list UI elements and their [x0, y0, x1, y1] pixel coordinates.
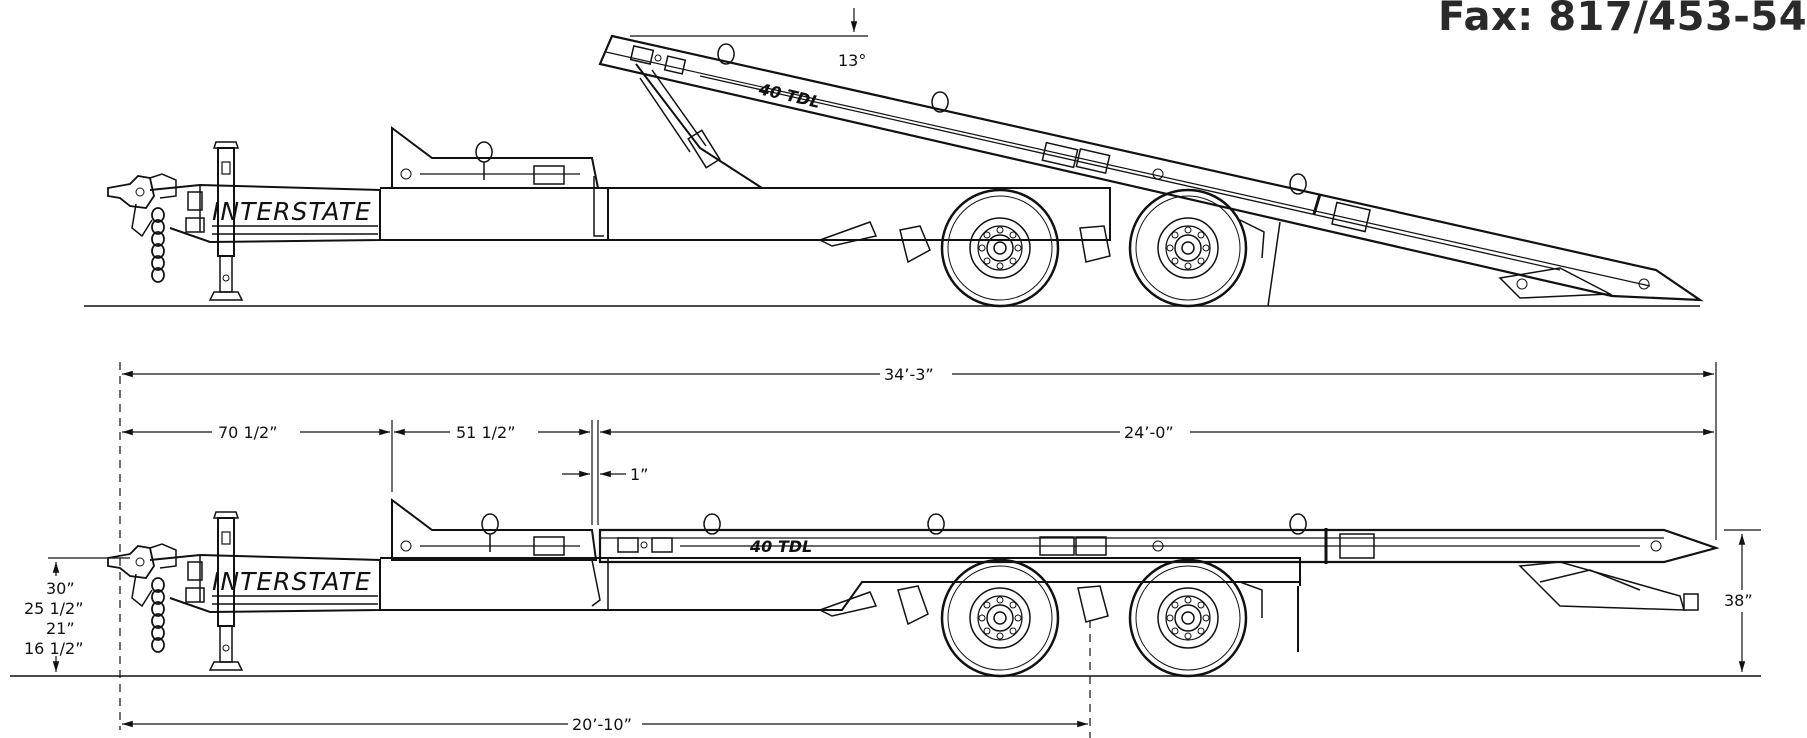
gap-label: 1”: [630, 465, 648, 484]
hitch-height-3: 21”: [46, 619, 75, 638]
tilt-angle-label: 13°: [838, 51, 866, 70]
level-trailer-view: INTERSTATE 40 TDL: [10, 498, 1761, 678]
trailer-drawing: INTERSTATE 40 TDL: [10, 8, 1761, 738]
brand-label-top: INTERSTATE: [212, 197, 372, 226]
tilted-deck: [598, 34, 1704, 302]
stationary-deck-label: 51 1/2”: [456, 423, 515, 442]
main-frame-bottom: [380, 557, 1301, 611]
front-wheel-top: [940, 188, 1060, 308]
axle-position-label: 20’-10”: [572, 715, 632, 734]
hydraulic-cylinder: [635, 63, 763, 189]
tilted-trailer-view: INTERSTATE 40 TDL: [84, 8, 1704, 308]
neck-length-label: 70 1/2”: [218, 423, 277, 442]
hitch-height-1: 30”: [46, 579, 75, 598]
front-wheel-bottom: [940, 558, 1060, 678]
rear-wheel-bottom: [1128, 558, 1248, 678]
main-frame-top: [380, 187, 1111, 241]
hitch-height-2: 25 1/2”: [24, 599, 83, 618]
dimension-labels: 34’-3” 70 1/2” 51 1/2” 24’-0” 1” 20’-10”…: [20, 364, 1761, 734]
deck-height-label: 38”: [1724, 591, 1753, 610]
rear-wheel-top: [1128, 188, 1248, 308]
tilt-deck-label: 24’-0”: [1124, 423, 1174, 442]
brand-label-bottom: INTERSTATE: [212, 567, 372, 596]
fax-number: Fax: 817/453-54: [1438, 0, 1807, 40]
stationary-deck-top: [391, 126, 600, 189]
level-deck: [598, 528, 1720, 564]
overall-length-label: 34’-3”: [884, 365, 934, 384]
hitch-height-4: 16 1/2”: [24, 639, 83, 658]
model-label-bottom: 40 TDL: [749, 537, 812, 556]
dimension-lines: [48, 362, 1761, 738]
stationary-deck-bottom: [391, 498, 598, 561]
